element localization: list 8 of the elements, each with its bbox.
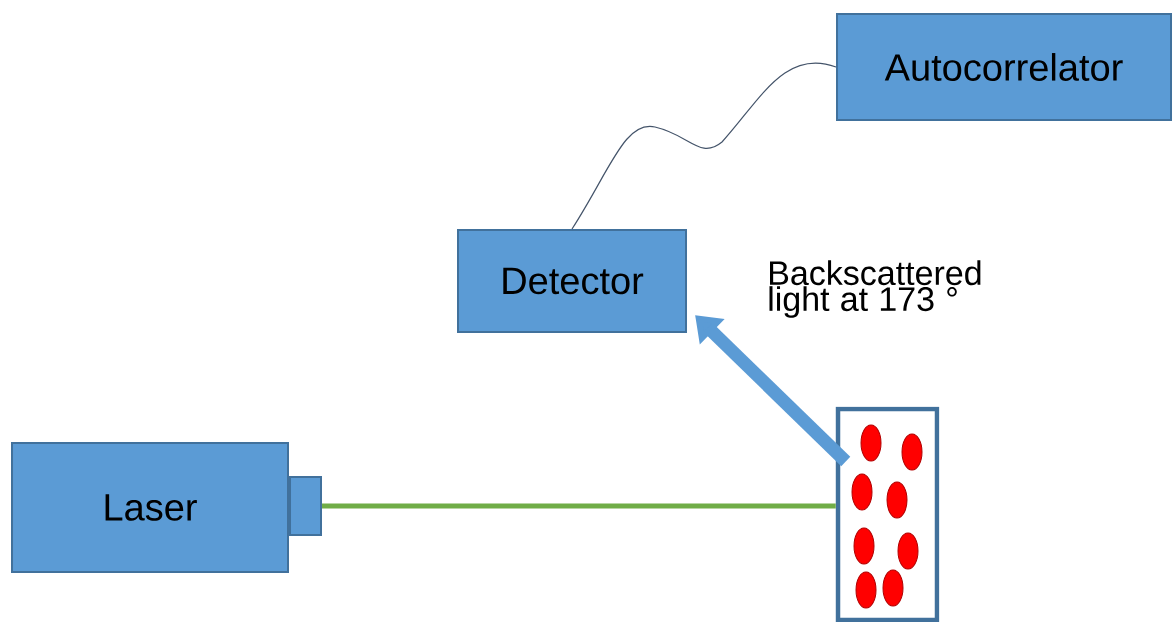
autocorrelator-box: Autocorrelator <box>836 13 1172 121</box>
laser-aperture <box>289 476 322 536</box>
laser-beam <box>322 503 836 509</box>
signal-cable <box>571 62 837 230</box>
edge-label: Backscattered light at 173 ° <box>769 260 981 318</box>
detector-box: Detector <box>457 229 687 333</box>
laser-box: Laser <box>11 442 289 573</box>
scatter-arrow <box>695 315 851 467</box>
